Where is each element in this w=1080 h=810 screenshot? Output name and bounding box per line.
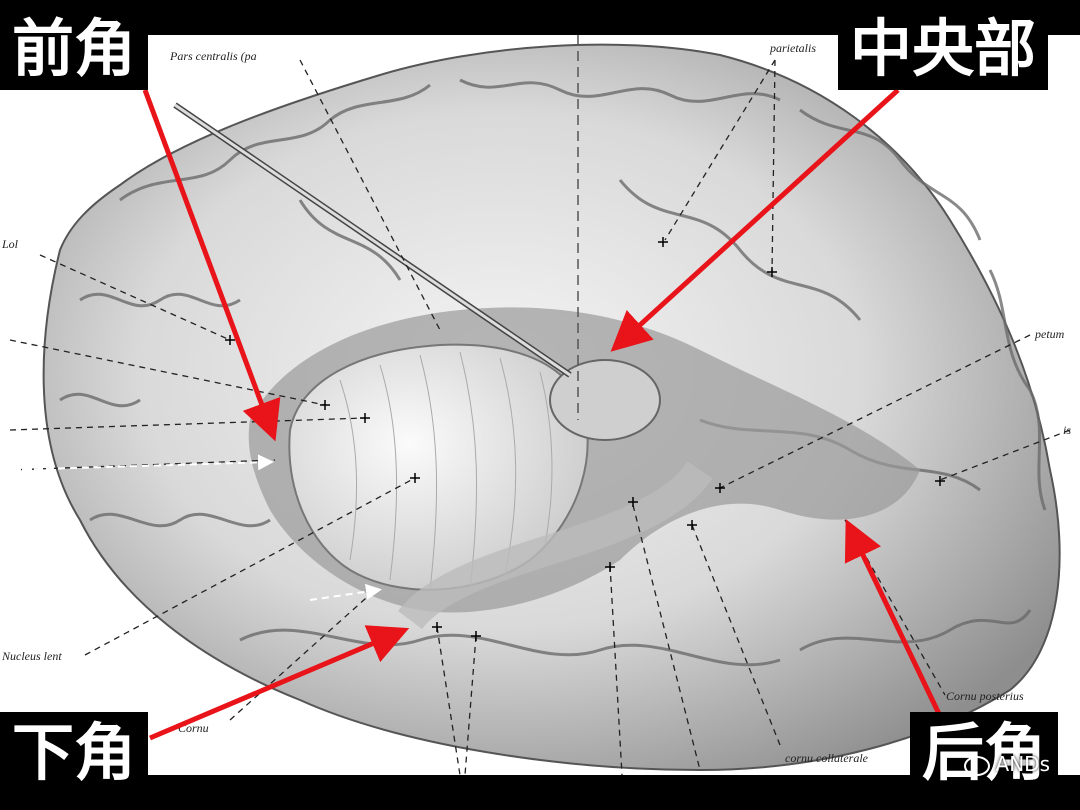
plate-label-parietalis: parietalis (769, 41, 816, 55)
inferior-horn-structure (398, 461, 713, 630)
plate-label-cornu-posterius: Cornu posterius (946, 689, 1024, 703)
plate-label-cornu-collaterale: cornu collaterale (785, 751, 869, 765)
red-arrows (142, 88, 943, 741)
cross-markers (225, 237, 945, 641)
gyri-folds (59, 78, 1047, 667)
caudate-nucleus (288, 343, 589, 591)
watermark-text: ANDs (995, 752, 1050, 776)
plate-label-nucleus: Nucleus lent (1, 649, 62, 663)
arrow-posterior-horn (844, 518, 943, 718)
plate-label-pars-centralis: Pars centralis (pa (169, 49, 257, 63)
plate-label-lob: Lol (1, 237, 19, 251)
arrow-central-part (610, 88, 900, 352)
label-inferior-horn: 下角 (0, 712, 149, 794)
white-pointer-arrows (9, 454, 382, 601)
leader-lines (9, 59, 1071, 776)
plate-label-peum: petum (1034, 327, 1065, 341)
chat-icon (963, 755, 990, 776)
arrow-inferior-horn (149, 625, 410, 741)
arrow-front-horn (142, 89, 281, 442)
plate-label-is: is (1063, 423, 1071, 437)
watermark: ANDs (963, 752, 1050, 776)
label-central-part: 中央部 (838, 8, 1049, 90)
label-front-horn: 前角 (0, 8, 149, 90)
